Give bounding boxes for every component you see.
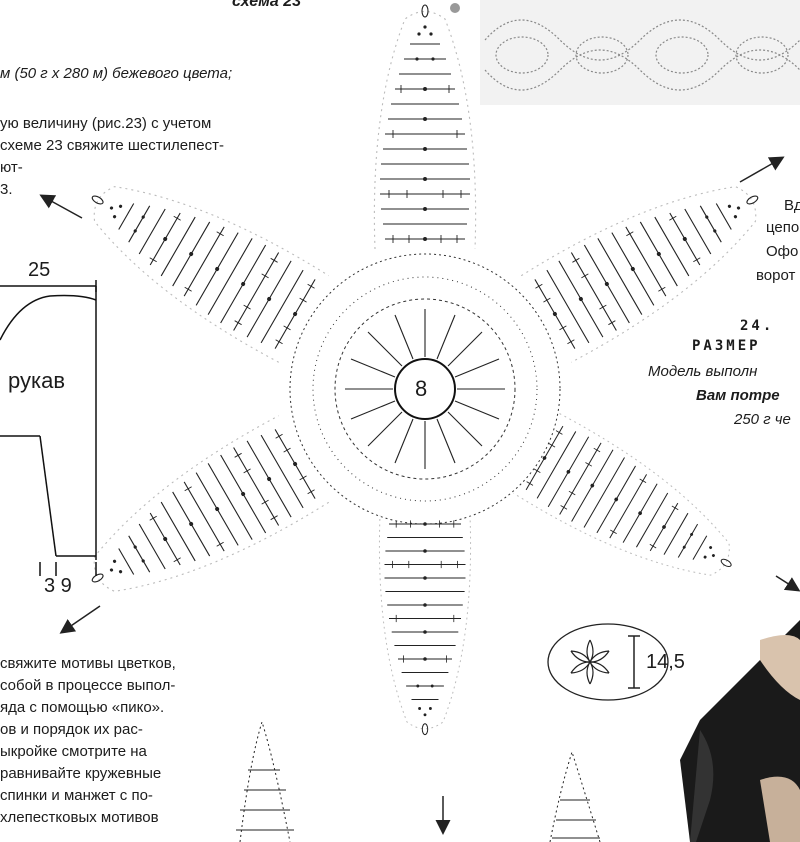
right-text-you-need: Вам потре	[696, 387, 780, 404]
sleeve-pattern-sketch	[0, 280, 97, 576]
section-number: 24.	[740, 318, 775, 334]
bottom-text-line-3: яда с помощью «пико».	[0, 699, 165, 716]
bottom-text-line-1: свяжите мотивы цветков,	[0, 655, 176, 672]
motif-size-label: 14,5	[646, 651, 685, 673]
center-number: 8	[415, 376, 428, 401]
left-text-line-3: схеме 23 свяжите шестилепест-	[0, 137, 224, 154]
right-text-line-1: Вд	[784, 197, 800, 214]
direction-arrows	[39, 156, 800, 835]
model-photo	[680, 620, 800, 842]
motif-size-inset	[547, 623, 669, 701]
sleeve-bottom-dimension: 3 9	[44, 575, 72, 597]
bottom-text-line-8: хлепестковых мотивов	[0, 809, 159, 826]
scheme-title: схема 23	[232, 0, 302, 10]
bottom-text-line-4: ов и порядок их рас-	[0, 721, 143, 738]
size-heading: РАЗМЕР	[692, 338, 761, 354]
lace-strip-image	[480, 0, 800, 105]
next-motif-partial	[236, 720, 601, 842]
right-text-line-2: цепо	[766, 219, 800, 236]
bottom-text-line-2: собой в процессе выпол-	[0, 677, 176, 694]
left-text-line-2: ую величину (рис.23) с учетом	[0, 115, 212, 132]
right-text-line-3: Офо	[766, 243, 799, 260]
bottom-text-line-6: равнивайте кружевные	[0, 765, 162, 782]
flower-chart	[289, 253, 561, 525]
bottom-text-line-5: ыкройке смотрите на	[0, 743, 147, 760]
right-text-line-4: ворот	[756, 267, 796, 284]
petal-chart	[373, 4, 477, 250]
right-text-model: Модель выполн	[648, 363, 758, 380]
right-text-yarn: 250 г че	[734, 411, 791, 428]
bottom-text-line-7: спинки и манжет с по-	[0, 787, 153, 804]
left-text-line-1: м (50 г х 280 м) бежевого цвета;	[0, 65, 233, 82]
sleeve-top-dimension: 25	[28, 259, 51, 281]
left-text-line-4: ют-	[0, 159, 23, 176]
left-text-line-5: 3.	[0, 181, 13, 198]
sleeve-label: рукав	[8, 368, 66, 393]
